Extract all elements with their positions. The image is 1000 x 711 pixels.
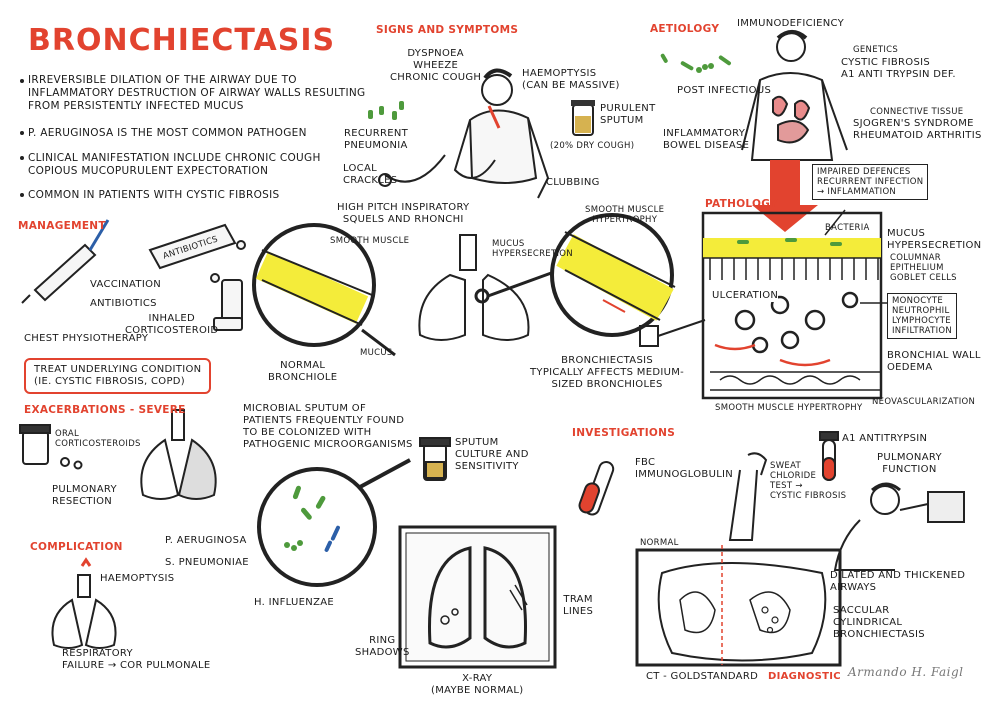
investigations-pulmonary: PULMONARY FUNCTION <box>877 452 942 475</box>
microbes-magnifier <box>257 458 411 587</box>
stethoscope-illustration <box>378 154 446 187</box>
patient-coughing-illustration <box>453 68 550 199</box>
exacerbations-heading: EXACERBATIONS - SEVERE <box>24 404 186 416</box>
pathology-impaired-box: IMPAIRED DEFENCES RECURRENT INFECTION → … <box>812 164 929 200</box>
complication-respiratory: RESPIRATORY FAILURE → COR PULMONALE <box>62 648 211 671</box>
syringe-illustration <box>21 219 110 304</box>
management-heading: MANAGEMENT <box>18 220 106 232</box>
investigations-normal: NORMAL <box>640 538 679 548</box>
pathology-columnar: COLUMNAR EPITHELIUM GOBLET CELLS <box>890 253 957 283</box>
pathology-mucus-hyper: MUCUS HYPERSECRETION <box>887 228 982 251</box>
complication-heading: COMPLICATION <box>30 541 123 553</box>
signs-local-crackles: LOCAL CRACKLES <box>343 163 398 186</box>
label-normal-bronchiole: NORMAL BRONCHIOLE <box>268 360 338 383</box>
management-vaccination: VACCINATION <box>90 279 162 290</box>
blood-tube-fbc <box>578 460 615 516</box>
complication-lungs <box>51 557 117 649</box>
signs-heading: SIGNS AND SYMPTOMS <box>376 24 519 36</box>
investigations-heading: INVESTIGATIONS <box>572 427 676 439</box>
signs-recurrent-pneumonia: RECURRENT PNEUMONIA <box>344 128 409 151</box>
post-infection-bacteria <box>660 53 731 73</box>
microbes-p-aeruginosa: P. AERUGINOSA <box>165 535 247 546</box>
pathology-sm-hypertrophy: SMOOTH MUSCLE HYPERTROPHY <box>715 403 863 413</box>
management-antibiotics: ANTIBIOTICS <box>90 298 157 309</box>
label-sm-hypertrophy: SMOOTH MUSCLE HYPERTROPHY <box>585 205 665 225</box>
label-smooth-muscle: SMOOTH MUSCLE <box>330 236 410 246</box>
artist-signature: Armando H. Faigl <box>848 665 964 679</box>
pathology-ulceration: ULCERATION <box>712 290 779 302</box>
microbes <box>284 485 340 552</box>
xray-illustration <box>398 525 557 669</box>
microbes-s-pneumoniae: S. PNEUMONIAE <box>165 557 249 568</box>
investigations-ct-diagnostic: DIAGNOSTIC <box>768 671 841 682</box>
microbes-sputum-culture: SPUTUM CULTURE AND SENSITIVITY <box>455 437 529 472</box>
signs-haemoptysis: HAEMOPTYSIS (CAN BE MASSIVE) <box>522 68 620 91</box>
management-physio: CHEST PHYSIOTHERAPY <box>24 333 149 344</box>
red-arrow <box>752 160 818 232</box>
blood-tube-a1at <box>819 431 839 481</box>
intro-bullet-2: P. AERUGINOSA IS THE MOST COMMON PATHOGE… <box>28 127 307 139</box>
normal-bronchiole-magnifier <box>252 223 396 357</box>
intro-bullet-1: IRREVERSIBLE DILATION OF THE AIRWAY DUE … <box>28 74 366 112</box>
intro-bullet-3: CLINICAL MANIFESTATION INCLUDE CHRONIC C… <box>28 152 321 177</box>
signs-clubbing: CLUBBING <box>546 177 600 188</box>
investigations-sweat: SWEAT CHLORIDE TEST → CYSTIC FIBROSIS <box>770 461 847 501</box>
aetiology-heading: AETIOLOGY <box>650 23 720 35</box>
antibiotics-box-illustration <box>148 223 246 283</box>
sputum-culture-jar <box>419 437 451 481</box>
pathology-callout-lines <box>824 209 888 304</box>
signs-purulent-sputum: PURULENT SPUTUM <box>600 103 656 126</box>
pulmonary-function-person <box>833 482 965 571</box>
investigations-dilated: DILATED AND THICKENED AIRWAYS <box>830 570 966 593</box>
aetiology-connective: CONNECTIVE TISSUE <box>870 107 964 117</box>
aetiology-sjogren-ra: SJOGREN'S SYNDROME RHEUMATOID ARTHRITIS <box>853 118 982 141</box>
aetiology-immunodeficiency: IMMUNODEFICIENCY <box>737 18 845 29</box>
management-inhaled-steroid: INHALED CORTICOSTEROID <box>125 313 219 336</box>
sputum-cup-illustration <box>571 100 595 136</box>
oral-steroid-jar <box>19 424 83 470</box>
complication-haemoptysis: HAEMOPTYSIS <box>100 573 175 584</box>
exacerbations-oral: ORAL CORTICOSTEROIDS <box>55 429 141 449</box>
pneumonia-bacteria <box>368 101 404 120</box>
xray-ring-shadows: RING SHADOWS <box>355 635 410 658</box>
signs-squeals: HIGH PITCH INSPIRATORY SQUELS AND RHONCH… <box>337 202 470 225</box>
pathology-infiltration-box: MONOCYTE NEUTROPHIL LYMPHOCYTE INFILTRAT… <box>887 293 958 339</box>
aetiology-genetics: GENETICS <box>853 45 899 55</box>
xray-tram-lines: TRAM LINES <box>563 594 594 617</box>
pathology-bacteria <box>737 238 842 246</box>
exacerbations-resection: PULMONARY RESECTION <box>52 484 117 507</box>
intro-bullet-4: COMMON IN PATIENTS WITH CYSTIC FIBROSIS <box>28 189 280 201</box>
signs-dry-cough: (20% DRY COUGH) <box>550 141 635 151</box>
investigations-ct-caption: CT - GOLDSTANDARD <box>646 671 759 682</box>
lungs-resection-illustration <box>140 409 217 500</box>
aetiology-person-illustration <box>741 30 848 161</box>
aetiology-post-infectious: POST INFECTIOUS <box>677 85 772 96</box>
investigations-fbc: FBC IMMUNOGLOBULIN <box>635 457 734 480</box>
investigations-a1at: α1 ANTITRYPSIN <box>842 433 928 444</box>
investigations-saccular: SACCULAR CYLINDRICAL BRONCHIECTASIS <box>833 605 925 640</box>
signs-dyspnoea: DYSPNOEA WHEEZE CHRONIC COUGH <box>390 48 482 83</box>
label-bronchiectasis: BRONCHIECTASIS TYPICALLY AFFECTS MEDIUM-… <box>530 355 685 390</box>
xray-caption: X-RAY (MAYBE NORMAL) <box>431 673 524 696</box>
label-mucus: MUCUS <box>360 348 393 358</box>
pathology-bacteria-label: BACTERIA <box>825 223 870 233</box>
pathology-heading: PATHOLOGY <box>705 198 778 210</box>
pathology-wall-oedema: BRONCHIAL WALL OEDEMA <box>887 350 981 373</box>
aetiology-ibd: INFLAMMATORY BOWEL DISEASE <box>663 128 750 151</box>
microbes-h-influenzae: H. INFLUENZAE <box>254 597 334 608</box>
ct-illustration <box>635 545 842 667</box>
bronchiectasis-magnifier <box>550 213 706 347</box>
pathology-neovasc: NEOVASCULARIZATION <box>872 397 976 407</box>
bullet-dots <box>20 79 24 197</box>
treat-underlying-box: TREAT UNDERLYING CONDITION (IE. CYSTIC F… <box>24 358 212 394</box>
aetiology-cf-a1at: CYSTIC FIBROSIS α1 ANTI TRYPSIN DEF. <box>841 57 956 80</box>
sweat-test-arm <box>728 452 768 541</box>
inhaler-illustration <box>213 279 243 331</box>
page-title: BRONCHIECTASIS <box>28 23 336 58</box>
microbes-text: MICROBIAL SPUTUM OF PATIENTS FREQUENTLY … <box>243 403 413 450</box>
label-mucus-hypersecretion: MUCUS HYPERSECRETION <box>492 239 573 259</box>
